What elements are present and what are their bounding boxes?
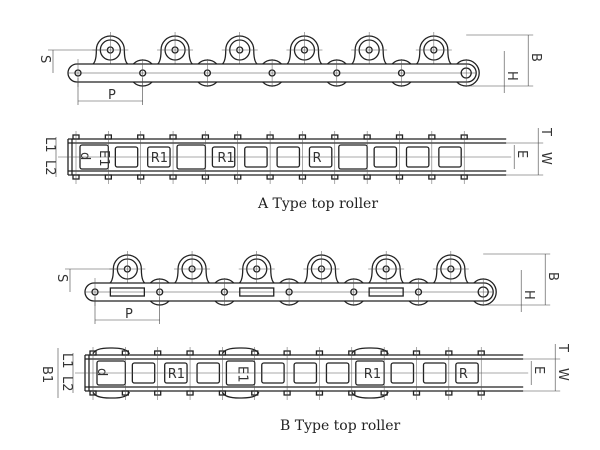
label-w: W xyxy=(538,152,553,165)
label-e: E xyxy=(514,150,529,158)
label-t: T xyxy=(538,127,553,136)
label-t: T xyxy=(555,343,570,352)
attachment-slot xyxy=(368,287,404,297)
label-r: R xyxy=(459,367,468,382)
label-e1: E1 xyxy=(234,366,249,383)
label-l2: L2 xyxy=(59,376,74,392)
label-l2: L2 xyxy=(42,160,57,176)
label-r1: R1 xyxy=(151,151,168,166)
attachment-slot xyxy=(109,287,145,297)
label-e: E xyxy=(531,366,546,374)
caption-a: A Type top roller xyxy=(257,196,378,212)
label-p: P xyxy=(108,88,116,103)
label-s: S xyxy=(54,274,69,282)
label-r1: R1 xyxy=(168,367,185,382)
attachment-slot xyxy=(239,287,275,297)
label-h: H xyxy=(504,71,519,81)
label-b1: B1 xyxy=(39,366,54,383)
label-e1: E1 xyxy=(96,150,111,167)
label-r1: R1 xyxy=(364,367,381,382)
label-h: H xyxy=(521,290,536,300)
label-l1: L1 xyxy=(59,353,74,369)
label-d: d xyxy=(94,368,109,376)
label-p: P xyxy=(125,307,133,322)
label-l1: L1 xyxy=(42,137,57,153)
label-r: R xyxy=(312,151,321,166)
label-d: d xyxy=(77,152,92,160)
label-r1: R1 xyxy=(217,151,234,166)
label-b: B xyxy=(528,53,543,62)
label-b: B xyxy=(545,272,560,281)
label-w: W xyxy=(555,368,570,381)
label-s: S xyxy=(37,55,52,63)
caption-b: B Type top roller xyxy=(280,418,401,434)
